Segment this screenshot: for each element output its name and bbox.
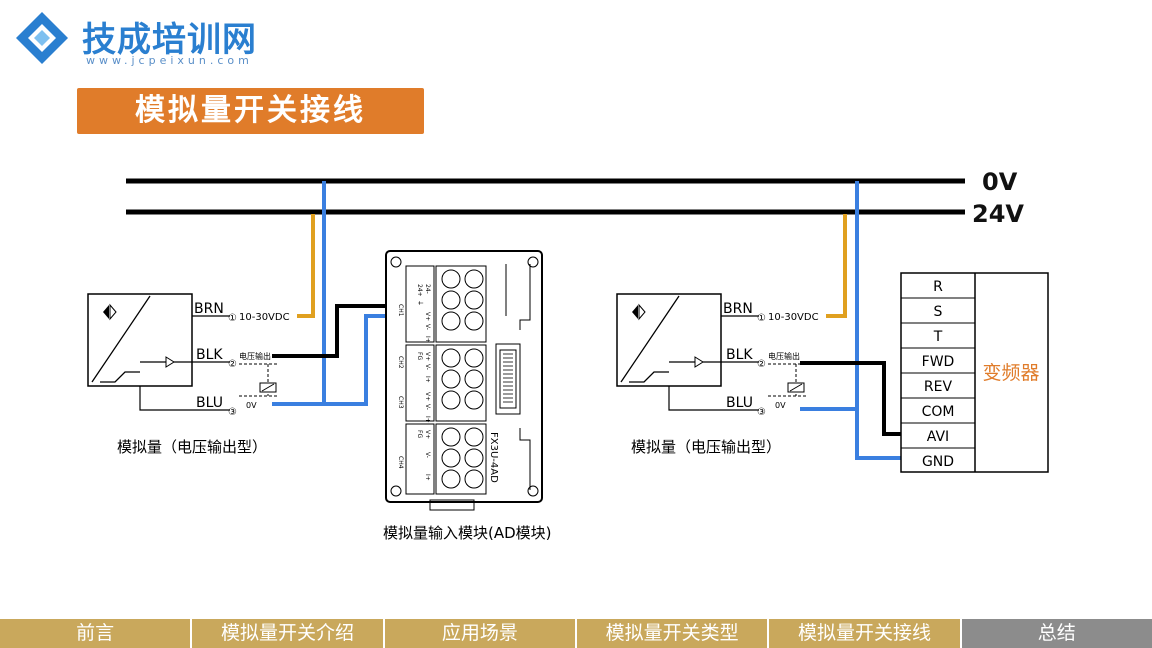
ad-module-model: FX3U-4AD — [488, 432, 499, 483]
inverter-terminal-s: S — [934, 304, 943, 320]
inverter-terminal-fwd: FWD — [922, 354, 955, 370]
sensor-right: BRN BLK BLU ① ② ③ 10-30VDC 电压输出 0V 模拟量（电… — [616, 293, 819, 456]
ad-terminal-label: V- — [424, 324, 431, 330]
inverter-terminal-r: R — [933, 279, 943, 295]
ad-terminal-label: I+ — [424, 376, 431, 383]
sensor-left-output: 电压输出 — [239, 351, 271, 361]
right-blue-wire — [855, 181, 902, 460]
nav-introduction[interactable]: 模拟量开关介绍 — [192, 619, 385, 648]
sensor-right-pin2: ② — [757, 359, 766, 370]
nav-preface[interactable]: 前言 — [0, 619, 193, 648]
ad-terminal-label: 24+ — [416, 284, 423, 297]
ad-terminal-label: I+ — [424, 336, 431, 343]
sensor-right-pin3: ③ — [757, 407, 766, 418]
inverter-terminal-com: COM — [922, 404, 955, 420]
sensor-left-pin1: ① — [228, 313, 237, 324]
sensor-right-supply: 10-30VDC — [768, 312, 819, 323]
sensor-left: BRN BLK BLU ① ② ③ 10-30VDC 电压输出 0V 模拟量（电… — [87, 293, 290, 456]
ad-terminal-label: V+ — [424, 312, 431, 321]
rail-24v-label: 24V — [972, 200, 1024, 228]
terminal-block-2 — [405, 344, 487, 422]
ad-module-caption: 模拟量输入模块(AD模块) — [383, 524, 552, 542]
sensor-left-blu: BLU — [196, 395, 223, 411]
nav-applications[interactable]: 应用场景 — [384, 619, 577, 648]
sensor-right-caption: 模拟量（电压输出型） — [631, 438, 781, 456]
sensor-left-brn: BRN — [194, 301, 224, 317]
ad-terminal-label: V+ — [424, 352, 431, 361]
wiring-diagram: 0V 24V BRN BLK BLU ① ② ③ 10-30VDC 电压输出 0… — [87, 168, 1049, 542]
ad-terminal-label: V- — [424, 364, 431, 370]
right-black-wire — [800, 361, 902, 436]
bottom-nav: 前言 模拟量开关介绍 应用场景 模拟量开关类型 模拟量开关接线 总结 — [0, 619, 1152, 648]
ad-channel-label: CH2 — [397, 356, 404, 369]
inverter-terminal-avi: AVI — [927, 429, 949, 445]
inverter: R S T FWD REV COM AVI GND 变频器 — [900, 272, 1049, 473]
ad-channel-label: CH4 — [397, 456, 404, 469]
sensor-left-pin3: ③ — [228, 407, 237, 418]
inverter-terminal-t: T — [933, 329, 943, 345]
ad-terminal-label: I+ — [424, 416, 431, 423]
ad-terminal-label: V- — [424, 404, 431, 410]
sensor-right-symbol-icon — [632, 303, 646, 321]
sensor-left-pin2: ② — [228, 359, 237, 370]
ad-channel-label: CH1 — [397, 304, 404, 317]
ad-terminal-label: FG — [416, 352, 423, 360]
ad-terminal-label: V+ — [424, 430, 431, 439]
sensor-right-pin1: ① — [757, 313, 766, 324]
inverter-terminal-rev: REV — [924, 379, 953, 395]
nav-types[interactable]: 模拟量开关类型 — [576, 619, 770, 648]
ad-terminal-label: 24- — [424, 284, 431, 294]
title-banner: 模拟量开关接线 — [77, 88, 424, 134]
terminal-block-1 — [405, 265, 487, 343]
inverter-label: 变频器 — [982, 362, 1039, 384]
nav-wiring[interactable]: 模拟量开关接线 — [769, 619, 962, 648]
sensor-left-blk: BLK — [196, 347, 223, 363]
left-brown-wire — [297, 214, 315, 318]
ad-terminal-label: FG — [416, 430, 423, 438]
ad-terminal-label: I+ — [424, 474, 431, 481]
inverter-terminal-gnd: GND — [922, 454, 954, 470]
page-title: 模拟量开关接线 — [135, 93, 366, 128]
right-brown-wire — [826, 214, 847, 318]
ad-terminal-label: V+ — [424, 392, 431, 401]
sensor-right-output: 电压输出 — [768, 351, 800, 361]
logo-diamond-icon — [16, 12, 68, 64]
ad-module: 24+ 24- ⏚ V+ V- I+ FG V+ V- I+ V+ V- I+ … — [385, 250, 543, 511]
ad-terminal-label: V- — [424, 452, 431, 458]
logo-name: 技成培训网 — [82, 20, 257, 60]
sensor-right-blk: BLK — [726, 347, 753, 363]
logo: 技成培训网 www.jcpeixun.com — [12, 8, 272, 68]
sensor-left-symbol-icon — [103, 303, 117, 321]
rail-0v-label: 0V — [982, 168, 1018, 196]
nav-summary[interactable]: 总结 — [961, 619, 1152, 648]
sensor-left-zero: 0V — [246, 401, 257, 410]
terminal-block-3 — [405, 423, 487, 495]
ad-terminal-label: ⏚ — [416, 300, 423, 306]
sensor-right-blu: BLU — [726, 395, 753, 411]
left-black-wire — [272, 304, 405, 358]
logo-url: www.jcpeixun.com — [86, 54, 253, 67]
sensor-right-zero: 0V — [775, 401, 786, 410]
sensor-left-caption: 模拟量（电压输出型） — [117, 438, 267, 456]
ad-channel-label: CH3 — [397, 396, 404, 409]
sensor-left-supply: 10-30VDC — [239, 312, 290, 323]
sensor-right-brn: BRN — [723, 301, 753, 317]
